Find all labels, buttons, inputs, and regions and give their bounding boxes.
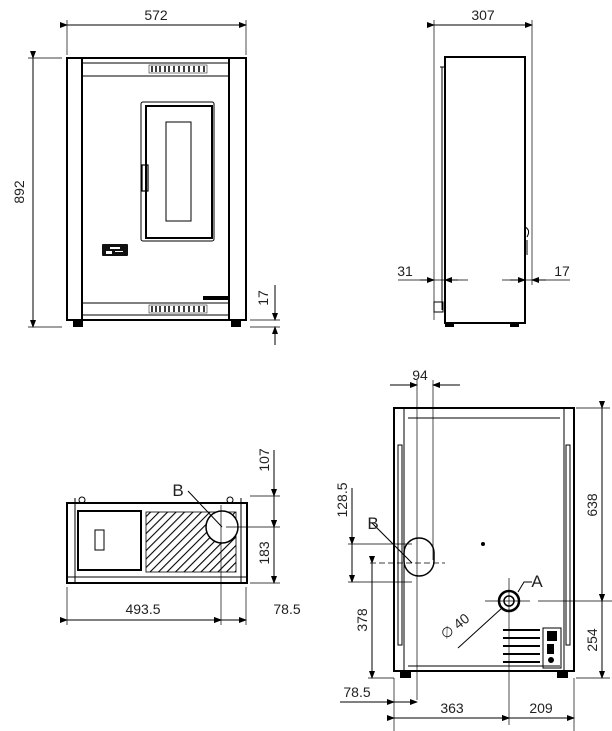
connection-b-label-rear: B: [367, 514, 378, 533]
foot-height-label: 17: [255, 290, 271, 306]
rear-height-label: 638: [584, 493, 600, 517]
rear-view: B 94 128.5 378 A ∅ 40: [334, 367, 612, 731]
diameter-label: ∅ 40: [438, 610, 473, 642]
control-panel: [102, 244, 128, 256]
bottom-vent: [148, 304, 208, 314]
side-view: 307 31 17: [397, 7, 570, 327]
connection-a-label: A: [531, 572, 543, 591]
connection-b-label-top: B: [172, 481, 183, 500]
front-width-label: 572: [144, 7, 168, 23]
side-right-offset-label: 17: [554, 263, 570, 279]
top-left-dim-label: 493.5: [125, 601, 160, 617]
rear-left-offset-label: 78.5: [343, 684, 370, 700]
top-vent: [148, 64, 208, 74]
rear-a-right-dim-label: 209: [529, 700, 553, 716]
foot-left: [73, 320, 83, 327]
rear-grille: [503, 629, 540, 663]
side-depth-label: 307: [471, 7, 495, 23]
rear-a-elevation-label: 254: [584, 628, 600, 652]
label-plate: [203, 296, 228, 300]
front-view: 17 572 892: [11, 7, 280, 345]
top-lower-dim-label: 183: [256, 541, 272, 565]
rear-b-elevation-label: 378: [354, 608, 370, 632]
door-handle: [141, 164, 149, 192]
top-upper-dim-label: 107: [256, 448, 272, 472]
rear-top-dim-label: 94: [412, 367, 428, 383]
front-height-label: 892: [11, 180, 27, 204]
top-right-dim-label: 78.5: [273, 601, 300, 617]
rear-b-height-label: 128.5: [334, 482, 350, 517]
top-view: B 107 183 493.5 78.5: [60, 448, 301, 625]
flue-b-rear: [403, 537, 435, 577]
door: [140, 101, 215, 242]
foot-right: [231, 320, 241, 327]
rear-a-left-dim-label: 363: [440, 700, 464, 716]
side-left-offset-label: 31: [397, 263, 413, 279]
